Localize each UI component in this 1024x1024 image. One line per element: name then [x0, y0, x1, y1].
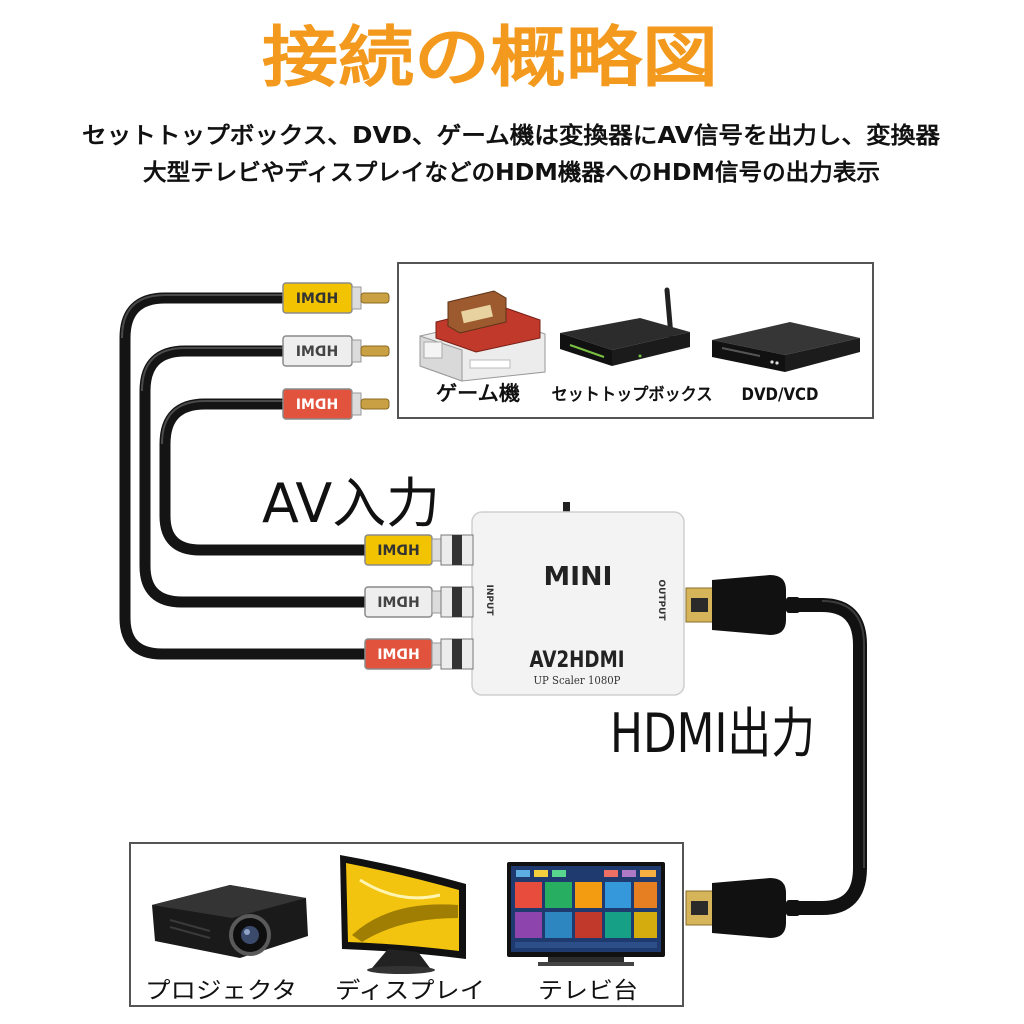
rca-plug-print: HDMI [296, 344, 338, 360]
hdmi-output-label: HDMI出力 [610, 702, 815, 765]
sink-label-display: ディスプレイ [335, 978, 485, 1004]
sink-label-projector: プロジェクタ [145, 978, 297, 1004]
converter-model: AV2HDMI [530, 648, 625, 673]
rca-plug-print: HDMI [296, 397, 338, 413]
source-label-set-top-box: セットトップボックス [552, 384, 713, 405]
converter-output-label: OUTPUT [656, 579, 666, 621]
subtitle-line-1: セットトップボックス、DVD、ゲーム機は変換器にAV信号を出力し、変換器 [82, 122, 941, 149]
hdmi-connector-display [686, 878, 800, 938]
av-input-label: AV入力 [262, 472, 440, 535]
av2hdmi-converter: MINI AV2HDMI UP Scaler 1080P INPUT OUTPU… [472, 502, 684, 695]
rca-plug-red-top: HDMI [283, 389, 389, 419]
rca-plug-print: HDMI [377, 647, 419, 663]
rca-plug-print: HDMI [296, 291, 338, 307]
rca-plug-white-top: HDMI [283, 336, 389, 366]
source-label-game-console: ゲーム機 [436, 381, 520, 405]
page-title: 接続の概略図 [262, 18, 718, 96]
rca-plug-white-input: HDMI [365, 587, 473, 617]
rca-plug-red-input: HDMI [365, 639, 473, 669]
rca-plug-yellow-top: HDMI [283, 283, 389, 313]
tv-icon [507, 862, 665, 966]
rca-plug-print: HDMI [377, 543, 419, 559]
hdmi-connector-output [686, 575, 800, 635]
rca-plug-print: HDMI [377, 595, 419, 611]
source-label-dvd-player: DVD/VCD [742, 385, 819, 405]
sink-label-tv: テレビ台 [538, 978, 638, 1004]
converter-input-label: INPUT [484, 585, 494, 617]
display-devices-panel: プロジェクタ ディスプレイ [130, 843, 683, 1006]
rca-plug-yellow-input: HDMI [365, 535, 473, 565]
source-devices-panel: ゲーム機 セットトップボックス DVD/VCD [398, 263, 873, 418]
converter-brand: MINI [544, 562, 613, 592]
converter-spec: UP Scaler 1080P [534, 674, 622, 687]
subtitle-line-2: 大型テレビやディスプレイなどのHDM機器へのHDM信号の出力表示 [143, 159, 880, 186]
